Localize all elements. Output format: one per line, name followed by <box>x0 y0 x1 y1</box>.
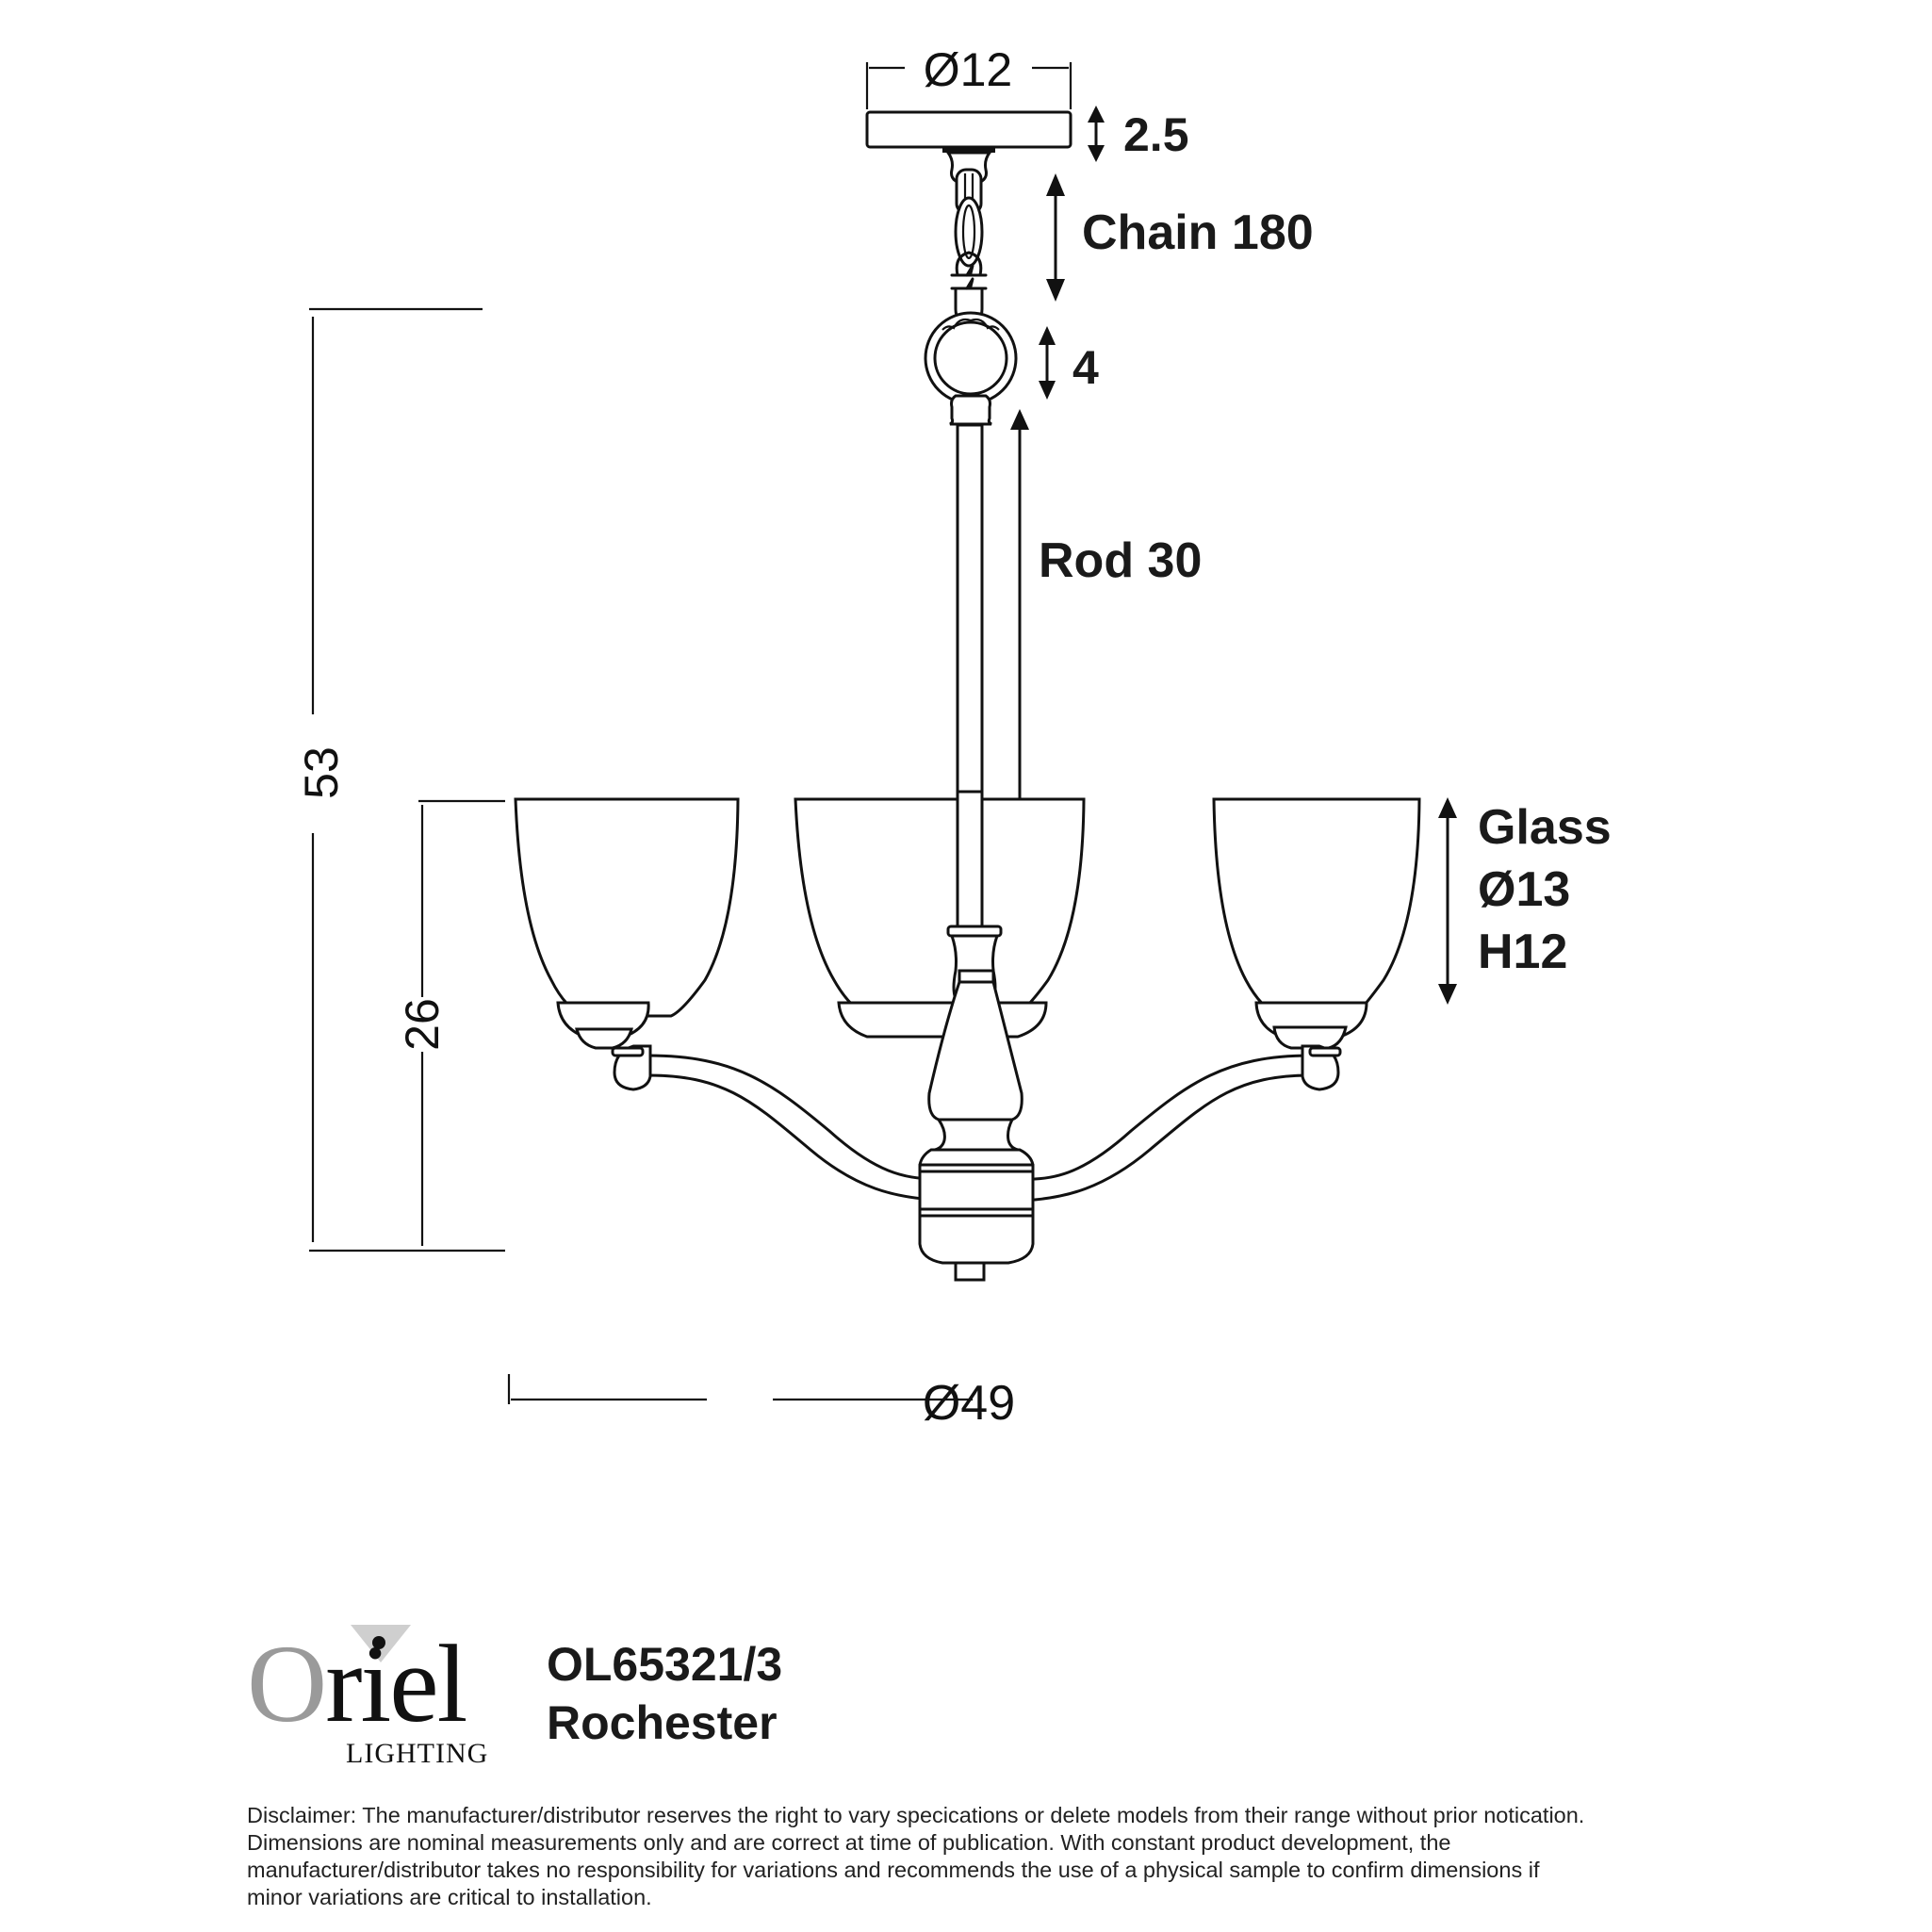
disclaimer-line: minor variations are critical to install… <box>247 1885 652 1909</box>
overall-height-dimension: 53 <box>295 307 505 1253</box>
chain-dimension: Chain 180 <box>1046 173 1314 302</box>
canopy-height-label: 2.5 <box>1123 108 1189 161</box>
glass-label: Glass <box>1478 800 1612 855</box>
overall-diameter-dimension: Ø49 <box>507 1374 1015 1431</box>
glass-height-label: H12 <box>1478 925 1567 979</box>
overall-height-label: 53 <box>295 746 348 799</box>
shade-height-label: 26 <box>396 998 449 1051</box>
canopy-height-dimension: 2.5 <box>1088 106 1189 162</box>
shade-left <box>514 797 740 1050</box>
disclaimer-line: Dimensions are nominal measurements only… <box>247 1830 1451 1855</box>
shade-right <box>1212 797 1421 1050</box>
oriel-lighting-logo: Oriel LIGHTING <box>247 1625 492 1770</box>
lamp-dot-icon <box>372 1636 385 1649</box>
canopy-diameter-dimension: Ø12 <box>865 43 1072 109</box>
rod-label: Rod 30 <box>1039 533 1202 588</box>
disclaimer-line: Disclaimer: The manufacturer/distributor… <box>247 1803 1585 1827</box>
canopy-diameter-label: Ø12 <box>924 43 1013 96</box>
loop-dimension: 4 <box>1039 326 1099 400</box>
glass-dimension: Glass Ø13 H12 <box>1438 797 1612 1005</box>
shade-height-dimension: 26 <box>396 799 505 1246</box>
center-body <box>918 925 1035 1282</box>
chain <box>950 168 988 326</box>
disclaimer-line: manufacturer/distributor takes no respon… <box>247 1858 1540 1882</box>
chain-label: Chain 180 <box>1082 205 1314 260</box>
logo-subtitle: LIGHTING <box>346 1738 489 1769</box>
product-title-block: OL65321/3 Rochester <box>547 1635 782 1752</box>
loop-label: 4 <box>1072 341 1099 394</box>
shade-center <box>794 797 1086 1039</box>
loop-ring <box>924 311 1018 426</box>
disclaimer: Disclaimer: The manufacturer/distributor… <box>247 1802 1755 1911</box>
overall-diameter-label: Ø49 <box>923 1376 1015 1431</box>
logo-letters: riel <box>325 1622 467 1745</box>
arm-right <box>1033 1044 1342 1202</box>
logo-letter-o: O <box>247 1622 327 1745</box>
glass-diameter-label: Ø13 <box>1478 862 1570 917</box>
logo-wordmark: Oriel <box>247 1629 467 1740</box>
arm-left <box>611 1044 935 1202</box>
product-name: Rochester <box>547 1696 778 1749</box>
product-code: OL65321/3 <box>547 1638 783 1691</box>
